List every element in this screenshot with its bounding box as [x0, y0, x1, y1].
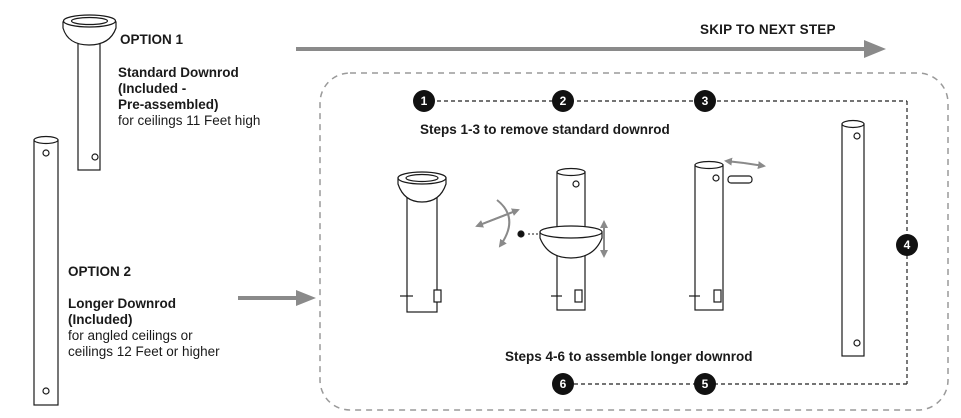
- step-badge-3: 3: [694, 90, 716, 112]
- step1-illustration: [397, 171, 447, 313]
- step4-illustration: [841, 119, 865, 357]
- steps-top-caption: Steps 1-3 to remove standard downrod: [420, 122, 670, 137]
- long-downrod-illustration: [33, 135, 59, 406]
- rotate-arrows: [475, 199, 540, 248]
- option1-heading: OPTION 1: [120, 32, 184, 47]
- option2-title-line1: Longer Downrod: [68, 296, 176, 311]
- option2-note-line2: ceilings 12 Feet or higher: [68, 344, 220, 359]
- steps-dashed-frame: [319, 72, 949, 411]
- step-badge-4: 4: [896, 234, 918, 256]
- standard-downrod-illustration: [62, 14, 117, 171]
- step-badge-5: 5: [694, 373, 716, 395]
- step3-illustration: [689, 160, 753, 311]
- option1-title-line1: Standard Downrod: [118, 65, 239, 80]
- skip-to-next-step-label: SKIP TO NEXT STEP: [700, 22, 836, 37]
- option2-note-line1: for angled ceilings or: [68, 328, 193, 343]
- option1-title-line3: Pre-assembled): [118, 97, 219, 112]
- option2-arrow: [238, 290, 316, 306]
- step-badge-1: 1: [413, 90, 435, 112]
- step-connector-path: [437, 100, 908, 385]
- steps-bottom-caption: Steps 4-6 to assemble longer downrod: [505, 349, 753, 364]
- horizontal-move-arrow: [724, 157, 766, 170]
- option2-heading: OPTION 2: [68, 264, 132, 279]
- step-badge-2: 2: [552, 90, 574, 112]
- step-badge-6: 6: [552, 373, 574, 395]
- skip-arrow: [296, 40, 886, 58]
- option1-title-line2: (Included -: [118, 81, 187, 96]
- option1-note: for ceilings 11 Feet high: [118, 113, 261, 128]
- option2-title-line2: (Included): [68, 312, 133, 327]
- step2-illustration: [517, 167, 603, 311]
